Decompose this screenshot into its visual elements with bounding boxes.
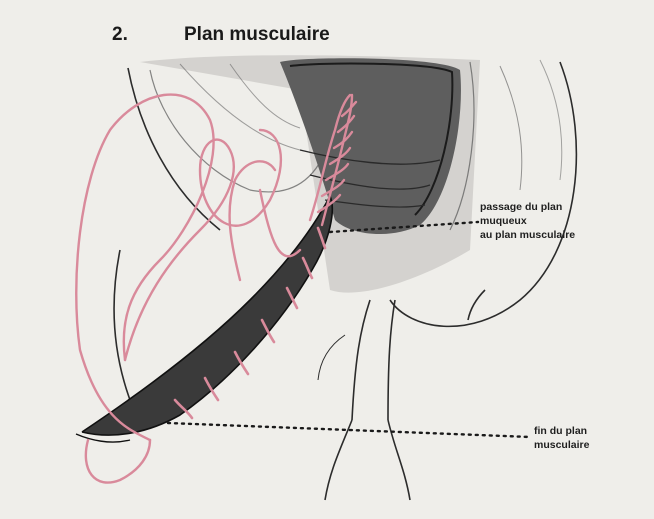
upper-cavity <box>280 58 461 234</box>
heading-number: 2. <box>112 24 184 46</box>
label-transition: passage du plan muqueux au plan musculai… <box>480 200 575 242</box>
figure-heading: 2.Plan musculaire <box>112 24 330 46</box>
leader-line-end <box>168 423 530 437</box>
label-end: fin du plan musculaire <box>534 424 589 452</box>
heading-title: Plan musculaire <box>184 24 330 45</box>
